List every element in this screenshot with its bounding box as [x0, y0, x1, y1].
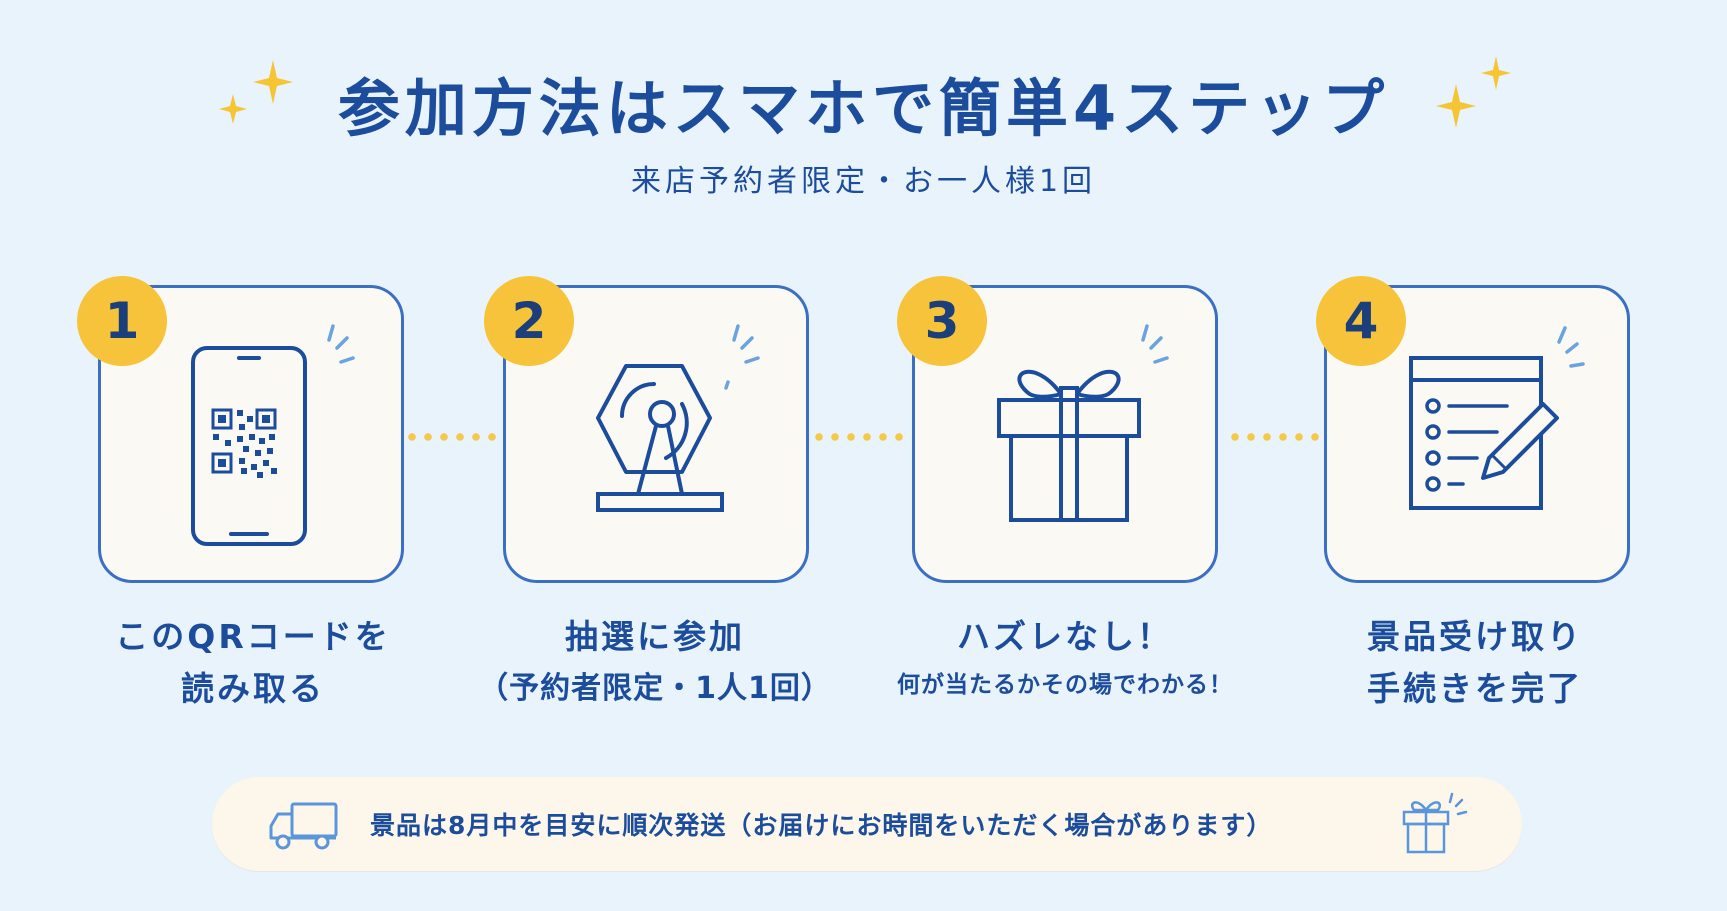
truck-icon — [269, 802, 338, 850]
shipping-note-text: 景品は8月中を目安に順次発送（お届けにお時間をいただく場合があります） — [370, 811, 1273, 840]
sparkle-icon — [219, 60, 293, 124]
step-number-badge: 4 — [1316, 276, 1406, 366]
step-number-badge: 3 — [897, 276, 987, 366]
step-connector — [404, 433, 500, 441]
step-label-2: 抽選に参加 （予約者限定・1人1回） — [450, 611, 860, 715]
step-label-line1: このQRコードを — [115, 617, 391, 656]
step-label-1: このQRコードを 読み取る — [68, 611, 438, 715]
step-label-line1: ハズレなし！ — [957, 617, 1173, 656]
page-subtitle: 来店予約者限定・お一人様1回 — [630, 164, 1097, 199]
step-number-badge: 1 — [77, 276, 167, 366]
sparkle-icon — [1436, 56, 1511, 128]
step-label-line2: （予約者限定・1人1回） — [478, 671, 832, 706]
step-number-badge: 2 — [484, 276, 574, 366]
step-connector — [1227, 433, 1327, 441]
step-label-line2: 手続きを完了 — [1367, 669, 1583, 708]
step-label-3: ハズレなし！ 何が当たるかその場でわかる！ — [870, 611, 1260, 707]
step-label-line1: 抽選に参加 — [565, 617, 745, 656]
step-card-1 — [98, 285, 404, 583]
lottery-machine-icon — [596, 324, 760, 512]
step-label-line1: 景品受け取り — [1367, 617, 1583, 656]
gift-icon — [1402, 792, 1468, 854]
shipping-note — [212, 777, 1522, 871]
step-label-line2: 読み取る — [181, 669, 325, 708]
gift-box-icon — [997, 324, 1169, 522]
page-title: 参加方法はスマホで簡単4ステップ — [337, 72, 1390, 145]
step-connector — [811, 433, 911, 441]
smartphone-qr-icon — [191, 324, 355, 546]
step-label-line2: 何が当たるかその場でわかる！ — [897, 672, 1233, 698]
form-pencil-icon — [1409, 326, 1585, 510]
step-label-4: 景品受け取り 手続きを完了 — [1290, 611, 1660, 715]
